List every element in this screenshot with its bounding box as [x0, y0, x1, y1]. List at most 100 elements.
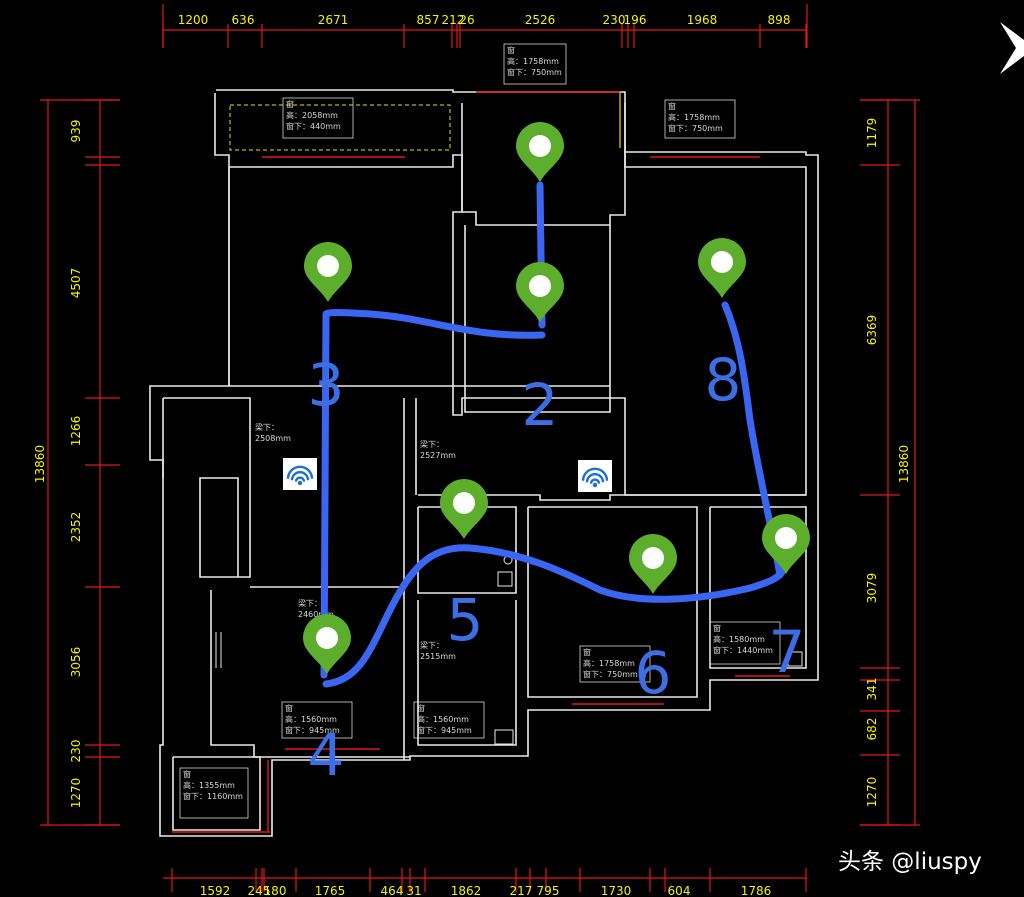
- top-dimension-label: 898: [768, 13, 791, 27]
- bottom-dimension-label: 1786: [741, 884, 772, 897]
- window-note-text: 窗: [507, 45, 515, 55]
- location-marker-icon[interactable]: [303, 614, 351, 674]
- wifi-dot: [592, 482, 598, 488]
- beam-note-text: 2527mm: [420, 451, 456, 460]
- balcony-outline: [229, 104, 451, 151]
- location-marker-icon[interactable]: [516, 122, 564, 182]
- location-marker-icon[interactable]: [440, 479, 488, 539]
- route-line-5-6-7: [322, 544, 786, 688]
- left-dimension-label: 1270: [69, 778, 83, 809]
- bottom-dimension-label: 604: [668, 884, 691, 897]
- window-note-text: 窗: [668, 101, 676, 111]
- right-dimension-ticks: [860, 99, 900, 826]
- window-note-text: 窗下：750mm: [668, 123, 723, 133]
- beam-note-text: 梁下：: [420, 440, 444, 449]
- wifi-arc: [589, 478, 601, 484]
- marker-dot: [529, 275, 551, 297]
- window-note-text: 高：1758mm: [668, 112, 720, 122]
- room-number-6: 6: [635, 639, 672, 707]
- location-marker-icon[interactable]: [629, 534, 677, 594]
- window-note-text: 窗下：1440mm: [713, 645, 773, 655]
- window-note-text: 高：1560mm: [417, 714, 469, 724]
- location-marker-icon[interactable]: [762, 514, 810, 574]
- right-dimension-label: 3079: [865, 573, 879, 604]
- right-dimension-label: 341: [865, 678, 879, 701]
- beam-note-text: 梁下：: [298, 599, 322, 608]
- location-marker-icon[interactable]: [698, 238, 746, 298]
- window-note-box: [579, 645, 651, 683]
- wifi-icon: [578, 460, 612, 492]
- left-dimension-ticks: [85, 99, 120, 826]
- beam-note-text: 梁下：: [255, 423, 279, 432]
- window-note-box: [179, 767, 249, 819]
- top-dimension-label: 857: [417, 13, 440, 27]
- left-dimension-label: 3056: [69, 647, 83, 678]
- window-note-text: 窗: [713, 623, 721, 633]
- location-marker-icon[interactable]: [516, 262, 564, 322]
- left-dimension-label: 939: [69, 120, 83, 143]
- room-number-7: 7: [769, 618, 806, 686]
- top-dimension-label: 230: [603, 13, 626, 27]
- marker-dot: [453, 492, 475, 514]
- window-note-box: [503, 43, 567, 85]
- window-note-text: 高：1758mm: [507, 56, 559, 66]
- window-note-text: 窗下：945mm: [285, 725, 340, 735]
- window-note-text: 高：1758mm: [583, 658, 635, 668]
- window-note-text: 高：1580mm: [713, 634, 765, 644]
- window-note-box: [281, 701, 353, 739]
- marker-dot: [642, 547, 664, 569]
- left-dimension-label: 4507: [69, 268, 83, 299]
- room-number-5: 5: [447, 586, 484, 654]
- marker-dot: [317, 255, 339, 277]
- window-note-text: 窗下：750mm: [583, 669, 638, 679]
- top-dimension-label: 212: [442, 13, 465, 27]
- window-note-text: 窗: [583, 647, 591, 657]
- top-dimension-label: 196: [624, 13, 647, 27]
- bottom-dimension-label: 180: [264, 884, 287, 897]
- location-markers: [303, 122, 810, 674]
- right-dimension-label: 1270: [865, 777, 879, 808]
- left-dimension-label: 230: [69, 740, 83, 763]
- close-arrow-icon[interactable]: [1000, 22, 1024, 74]
- route-line-3: [320, 309, 546, 679]
- marker-dot: [316, 627, 338, 649]
- beam-note-text: 2515mm: [420, 652, 456, 661]
- top-dimension-ticks: [162, 24, 807, 48]
- dimension-lines: [40, 4, 920, 879]
- room-number-2: 2: [522, 371, 559, 439]
- window-note-text: 窗: [285, 703, 293, 713]
- top-dimension-label: 1200: [178, 13, 209, 27]
- bottom-dimension-ticks: [171, 868, 807, 892]
- room-number-3: 3: [308, 351, 345, 419]
- bottom-dimension-label: 1765: [315, 884, 346, 897]
- window-note-box: [709, 621, 781, 665]
- window-note-text: 窗下：750mm: [507, 67, 562, 77]
- left-dimension-label: 2352: [69, 512, 83, 543]
- top-dimension-label: 2526: [525, 13, 556, 27]
- location-marker-icon[interactable]: [304, 242, 352, 302]
- top-dimension-label: 1968: [687, 13, 718, 27]
- watermark: 头条 @liuspy: [838, 849, 982, 875]
- window-note-text: 窗下：440mm: [286, 121, 341, 131]
- beam-note-text: 梁下：: [420, 641, 444, 650]
- wifi-arc: [294, 476, 306, 482]
- wifi-arc: [290, 471, 310, 481]
- marker-dot: [711, 251, 733, 273]
- wifi-icons: [283, 458, 612, 492]
- right-dimension-label: 1179: [865, 118, 879, 149]
- right-dimension-label: 6369: [865, 315, 879, 346]
- window-note-box: [282, 97, 354, 139]
- marker-dot: [775, 527, 797, 549]
- bottom-dimension-label: 217: [510, 884, 533, 897]
- marker-dot: [529, 135, 551, 157]
- beam-note-text: 2460mm: [298, 610, 334, 619]
